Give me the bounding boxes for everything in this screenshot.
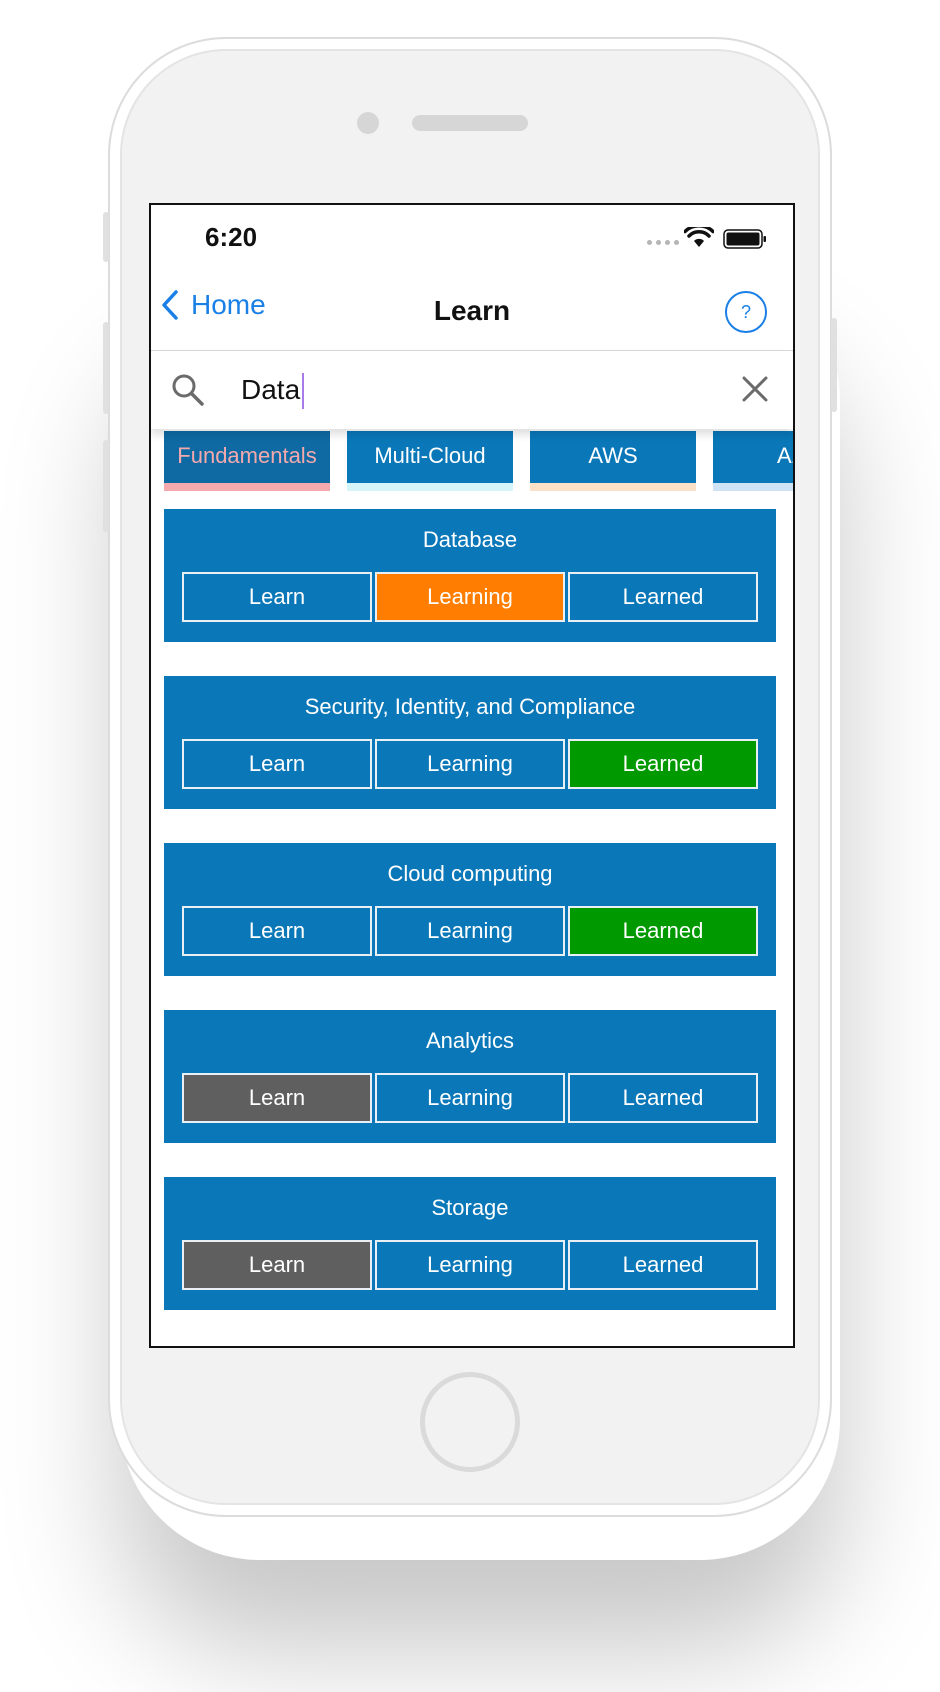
tab-fundamentals[interactable]: Fundamentals (164, 431, 330, 491)
mute-switch (103, 212, 109, 262)
back-button[interactable]: Home (161, 289, 266, 321)
topic-title: Cloud computing (387, 861, 553, 886)
topic-card-cloud-computing: Cloud computing Learn Learning Learned (164, 843, 776, 976)
tab-azure[interactable]: Azu (713, 431, 793, 491)
tab-underline (164, 483, 330, 491)
learned-button[interactable]: Learned (568, 1240, 758, 1290)
home-button[interactable] (420, 1372, 520, 1472)
topic-card-storage: Storage Learn Learning Learned (164, 1177, 776, 1310)
volume-down-button (103, 440, 109, 532)
front-camera (357, 112, 379, 134)
topic-list: Database Learn Learning Learned Security… (151, 491, 793, 1310)
learned-button[interactable]: Learned (568, 906, 758, 956)
tab-aws[interactable]: AWS (530, 431, 696, 491)
learned-button[interactable]: Learned (568, 1073, 758, 1123)
app-screen: 6:20 Home Learn (149, 203, 795, 1348)
learning-button[interactable]: Learning (375, 1073, 565, 1123)
learn-button[interactable]: Learn (182, 1240, 372, 1290)
status-bar: 6:20 (151, 205, 793, 269)
navigation-bar: Home Learn ? (151, 269, 793, 351)
chevron-left-icon (162, 290, 178, 320)
earpiece-speaker (412, 115, 528, 131)
tab-underline (530, 483, 696, 491)
status-selector: Learn Learning Learned (182, 1240, 758, 1290)
topic-card-security: Security, Identity, and Compliance Learn… (164, 676, 776, 809)
category-tabs: Fundamentals Multi-Cloud AWS Azu (151, 429, 793, 491)
tab-underline (347, 483, 513, 491)
tab-underline (713, 483, 793, 491)
help-icon[interactable]: ? (725, 291, 767, 333)
status-selector: Learn Learning Learned (182, 572, 758, 622)
learning-button[interactable]: Learning (375, 1240, 565, 1290)
battery-icon (723, 229, 766, 249)
learn-button[interactable]: Learn (182, 572, 372, 622)
tab-label: Fundamentals (177, 443, 317, 468)
tab-multi-cloud[interactable]: Multi-Cloud (347, 431, 513, 491)
signal-icon (647, 240, 679, 245)
learned-button[interactable]: Learned (568, 572, 758, 622)
status-selector: Learn Learning Learned (182, 739, 758, 789)
tab-label: AWS (588, 443, 638, 468)
learn-button[interactable]: Learn (182, 1073, 372, 1123)
close-icon[interactable] (741, 375, 769, 403)
status-selector: Learn Learning Learned (182, 906, 758, 956)
text-caret (302, 373, 304, 409)
volume-up-button (103, 322, 109, 414)
topic-title: Storage (431, 1195, 509, 1220)
status-time: 6:20 (205, 222, 258, 252)
learned-button[interactable]: Learned (568, 739, 758, 789)
topic-title: Database (422, 527, 518, 552)
search-input[interactable] (241, 369, 681, 411)
learning-button[interactable]: Learning (375, 739, 565, 789)
search-icon (172, 374, 204, 406)
learn-button[interactable]: Learn (182, 906, 372, 956)
status-selector: Learn Learning Learned (182, 1073, 758, 1123)
page-title: Learn (433, 295, 511, 326)
help-button-label: ? (740, 301, 751, 322)
learn-button[interactable]: Learn (182, 739, 372, 789)
power-button (831, 318, 837, 412)
wifi-icon (684, 227, 714, 247)
learning-button[interactable]: Learning (375, 906, 565, 956)
topic-title: Analytics (425, 1028, 515, 1053)
topic-card-database: Database Learn Learning Learned (164, 509, 776, 642)
learning-button[interactable]: Learning (375, 572, 565, 622)
back-button-label: Home (191, 289, 266, 320)
search-bar (151, 351, 793, 429)
topic-title: Security, Identity, and Compliance (304, 694, 636, 719)
topic-card-analytics: Analytics Learn Learning Learned (164, 1010, 776, 1143)
tab-label: Azu (777, 443, 793, 468)
tab-label: Multi-Cloud (374, 443, 486, 468)
